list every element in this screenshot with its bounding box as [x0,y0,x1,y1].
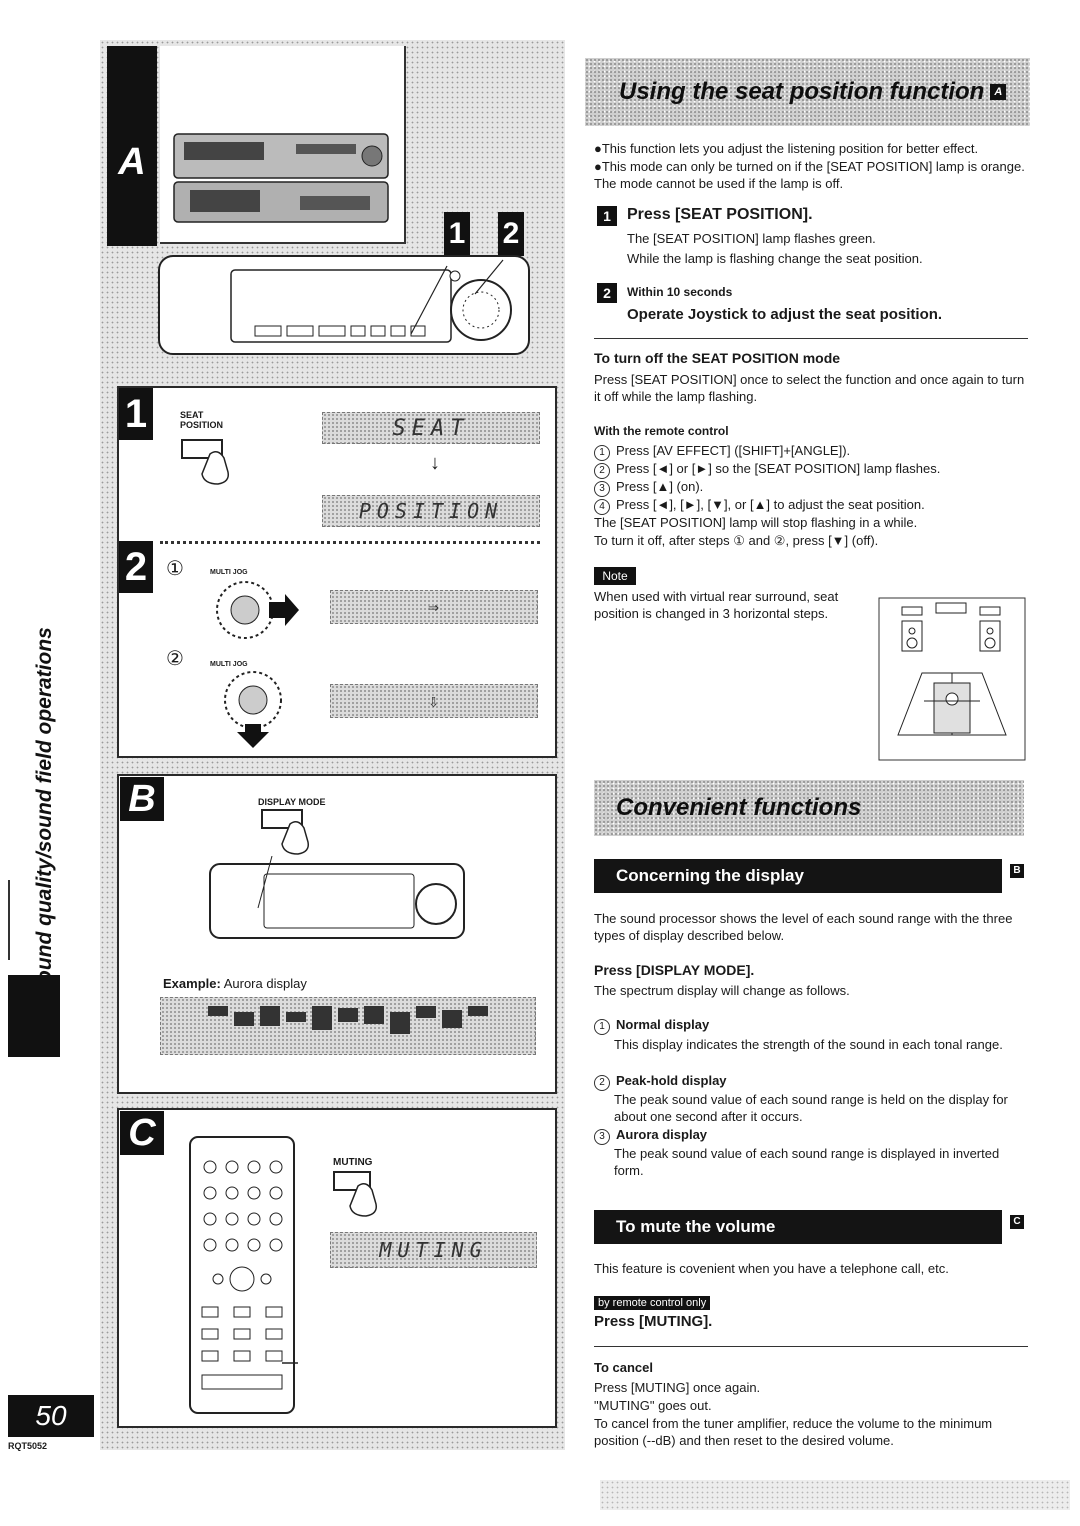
side-tab [8,975,60,1057]
muting-label: MUTING [333,1157,373,1168]
lcd-aurora [160,997,536,1055]
step-marker-2-a: 2 [498,212,524,256]
cancel-line-2: "MUTING" goes out. [594,1398,712,1413]
multi-jog-label-1: MULTI JOG [210,569,248,576]
section-a-letter: A [110,140,154,184]
display-mode-label: DISPLAY MODE [258,797,326,807]
seat-banner: Using the seat position function A [585,58,1030,126]
step-marker-1: 1 [119,388,153,440]
note-label: Note [594,567,636,585]
doc-code: RQT5052 [8,1441,48,1451]
display-press: Press [DISPLAY MODE]. [594,962,755,978]
bottom-strip [600,1480,1070,1510]
sub-step-2: ② [166,648,184,670]
remote-after-2: To turn it off, after steps ① and ②, pre… [594,533,879,548]
section-c-letter: C [120,1111,164,1155]
lcd-position: POSITION [322,495,540,527]
lcd-spectrum-1: ⇒ [330,590,538,624]
step-1-badge: 1 [597,206,617,226]
lcd-muting: MUTING [330,1232,537,1268]
seat-position-diagram [878,597,1026,761]
cancel-line-3: To cancel from the tuner amplifier, redu… [594,1416,993,1448]
remote-control-image [189,1136,298,1414]
aurora-bars [208,1006,488,1034]
section-a-marker: A [990,84,1007,100]
convenient-banner: Convenient functions [594,780,1024,836]
step-1-title: Press [SEAT POSITION]. [627,206,813,223]
sub-step-1: ① [166,558,184,580]
side-rule [8,880,10,960]
section-b-marker: B [1010,864,1024,878]
mute-press: Press [MUTING]. [594,1313,713,1330]
section-b-letter: B [120,777,164,821]
step-marker-2: 2 [119,541,153,593]
turn-off-text: Press [SEAT POSITION] once to select the… [594,372,1025,404]
mute-intro: This feature is covenient when you have … [594,1261,949,1276]
remote-heading: With the remote control [594,424,729,438]
mute-bar: To mute the volume [594,1210,1002,1244]
arrow-down-icon: ↓ [430,452,440,474]
unit-photo-frame [160,46,406,244]
remote-after-1: The [SEAT POSITION] lamp will stop flash… [594,515,918,530]
mode-2-text: The peak sound value of each sound range… [614,1092,1008,1124]
lcd-spectrum-2: ⇩ [330,684,538,718]
display-intro: The sound processor shows the level of e… [594,911,1013,943]
step-1-line-1: The [SEAT POSITION] lamp flashes green. [627,231,876,246]
step-2-badge: 2 [597,283,617,303]
lcd-seat: SEAT [322,412,540,444]
panel-c [117,1108,557,1428]
step-2-title: Operate Joystick to adjust the seat posi… [627,306,943,323]
step-marker-1-a: 1 [444,212,470,256]
intro-2: ●This mode can only be turned on if the … [594,159,1025,191]
seat-button-icon [181,439,230,485]
dotted-divider [160,541,540,544]
intro-1: ●This function lets you adjust the liste… [594,141,979,156]
mode-1-text: This display indicates the strength of t… [614,1037,1003,1052]
seat-position-label: SEAT POSITION [180,410,224,430]
display-mode-button-icon [261,809,310,855]
side-label: Sound quality/sound field operations [33,627,56,997]
rule-2 [594,1346,1028,1347]
muting-button-icon [333,1171,378,1217]
rule-1 [594,338,1028,339]
amplifier-b-image [209,856,465,939]
amplifier-image [158,255,530,355]
section-c-marker: C [1010,1215,1024,1229]
note-text: When used with virtual rear surround, se… [594,589,839,621]
step-2-pre: Within 10 seconds [627,285,733,299]
step-1-line-2: While the lamp is flashing change the se… [627,251,923,266]
mode-3-text: The peak sound value of each sound range… [614,1146,1000,1178]
joystick-down-icon [224,671,282,748]
joystick-right-icon [216,581,299,639]
cancel-heading: To cancel [594,1360,654,1375]
remote-only-tag: by remote control only [594,1296,711,1310]
turn-off-heading: To turn off the SEAT POSITION mode [594,350,841,366]
page-number: 50 [8,1395,94,1437]
stereo-unit-image [173,133,389,223]
cancel-line-1: Press [MUTING] once again. [594,1380,761,1395]
display-press-sub: The spectrum display will change as foll… [594,983,850,998]
example-caption: Example: Aurora display [163,976,307,991]
multi-jog-label-2: MULTI JOG [210,661,248,668]
display-bar: Concerning the display [594,859,1002,893]
